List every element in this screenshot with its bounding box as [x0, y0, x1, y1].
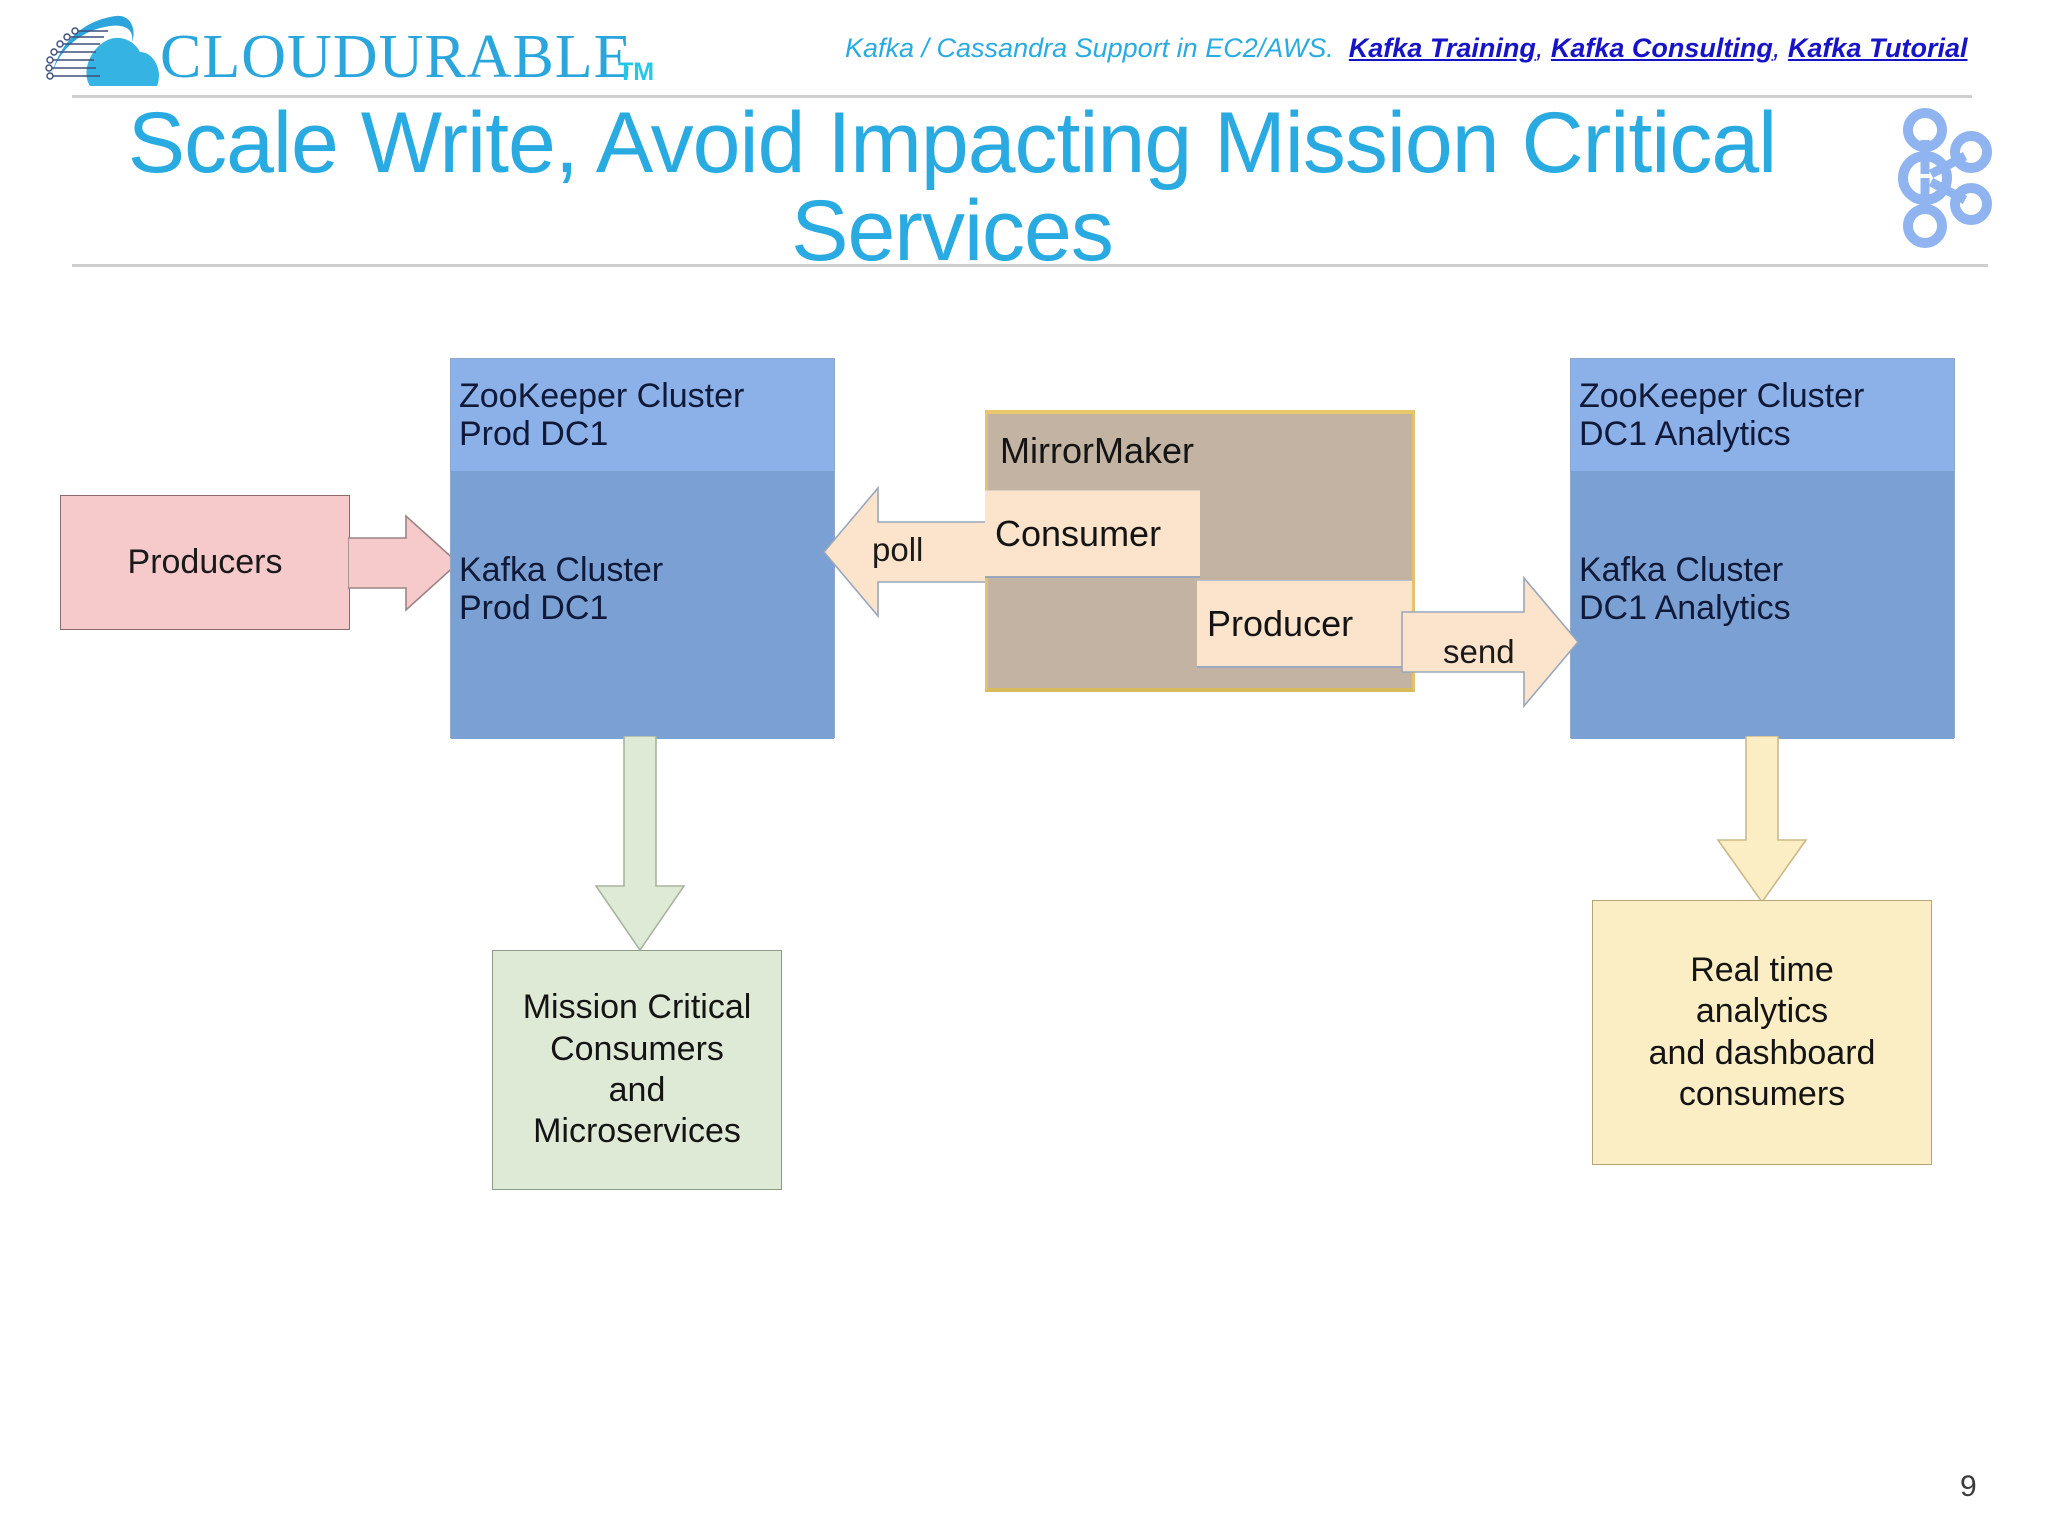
header-tagline: Kafka / Cassandra Support in EC2/AWS. Ka… — [845, 33, 1968, 63]
trademark-mark: TM — [618, 58, 655, 86]
producers-to-kafka-arrow — [348, 514, 460, 612]
zookeeper-analytics-label: ZooKeeper Cluster DC1 Analytics — [1579, 377, 1865, 454]
page-title: Scale Write, Avoid Impacting Mission Cri… — [127, 95, 1778, 279]
zookeeper-prod-label: ZooKeeper Cluster Prod DC1 — [459, 377, 745, 454]
realtime-analytics-box: Real time analytics and dashboard consum… — [1592, 900, 1932, 1165]
mirrormaker-producer-box: Producer — [1197, 580, 1412, 668]
consumer-label: Consumer — [995, 512, 1162, 554]
kafka-prod-label: Kafka Cluster Prod DC1 — [459, 551, 664, 628]
page-number: 9 — [1960, 1470, 1977, 1503]
realtime-analytics-label: Real time analytics and dashboard consum… — [1648, 950, 1876, 1113]
kafka-to-realtime-arrow — [1716, 736, 1808, 904]
link-kafka-consulting[interactable]: Kafka Consulting — [1550, 33, 1773, 63]
header-divider-top — [72, 95, 1972, 98]
kafka-to-mission-arrow — [594, 736, 686, 952]
brand-wordmark: CLOUDURABLE — [160, 23, 633, 91]
mission-critical-label: Mission Critical Consumers and Microserv… — [522, 988, 752, 1151]
kafka-analytics-label: Kafka Cluster DC1 Analytics — [1579, 551, 1791, 628]
cluster-dc1-analytics: ZooKeeper Cluster DC1 Analytics Kafka Cl… — [1570, 358, 1955, 739]
send-arrow — [1401, 575, 1580, 709]
producers-box: Producers — [60, 495, 350, 630]
producers-label: Producers — [127, 543, 283, 581]
poll-arrow-label: poll — [872, 531, 924, 568]
tagline-prefix: Kafka / Cassandra Support in EC2/AWS. — [845, 33, 1334, 63]
link-kafka-tutorial[interactable]: Kafka Tutorial — [1787, 33, 1968, 63]
mission-critical-consumers-box: Mission Critical Consumers and Microserv… — [492, 950, 782, 1190]
kafka-logo-icon — [1895, 108, 2000, 248]
mirrormaker-consumer-box: Consumer — [985, 490, 1200, 578]
producer-label: Producer — [1207, 602, 1354, 644]
send-arrow-label: send — [1443, 633, 1515, 670]
mirrormaker-label: MirrorMaker — [1000, 430, 1194, 471]
header-divider-bottom — [72, 264, 1988, 267]
zookeeper-analytics-section: ZooKeeper Cluster DC1 Analytics — [1571, 359, 1954, 471]
kafka-analytics-section: Kafka Cluster DC1 Analytics — [1571, 471, 1954, 739]
cluster-prod-dc1: ZooKeeper Cluster Prod DC1 Kafka Cluster… — [450, 358, 835, 739]
zookeeper-prod-section: ZooKeeper Cluster Prod DC1 — [451, 359, 834, 471]
kafka-prod-section: Kafka Cluster Prod DC1 — [451, 471, 834, 739]
link-kafka-training[interactable]: Kafka Training — [1348, 33, 1536, 63]
slide-header: CLOUDURABLE TM Kafka / Cassandra Support… — [0, 0, 2048, 95]
cloud-dna-logo-icon — [38, 12, 168, 90]
